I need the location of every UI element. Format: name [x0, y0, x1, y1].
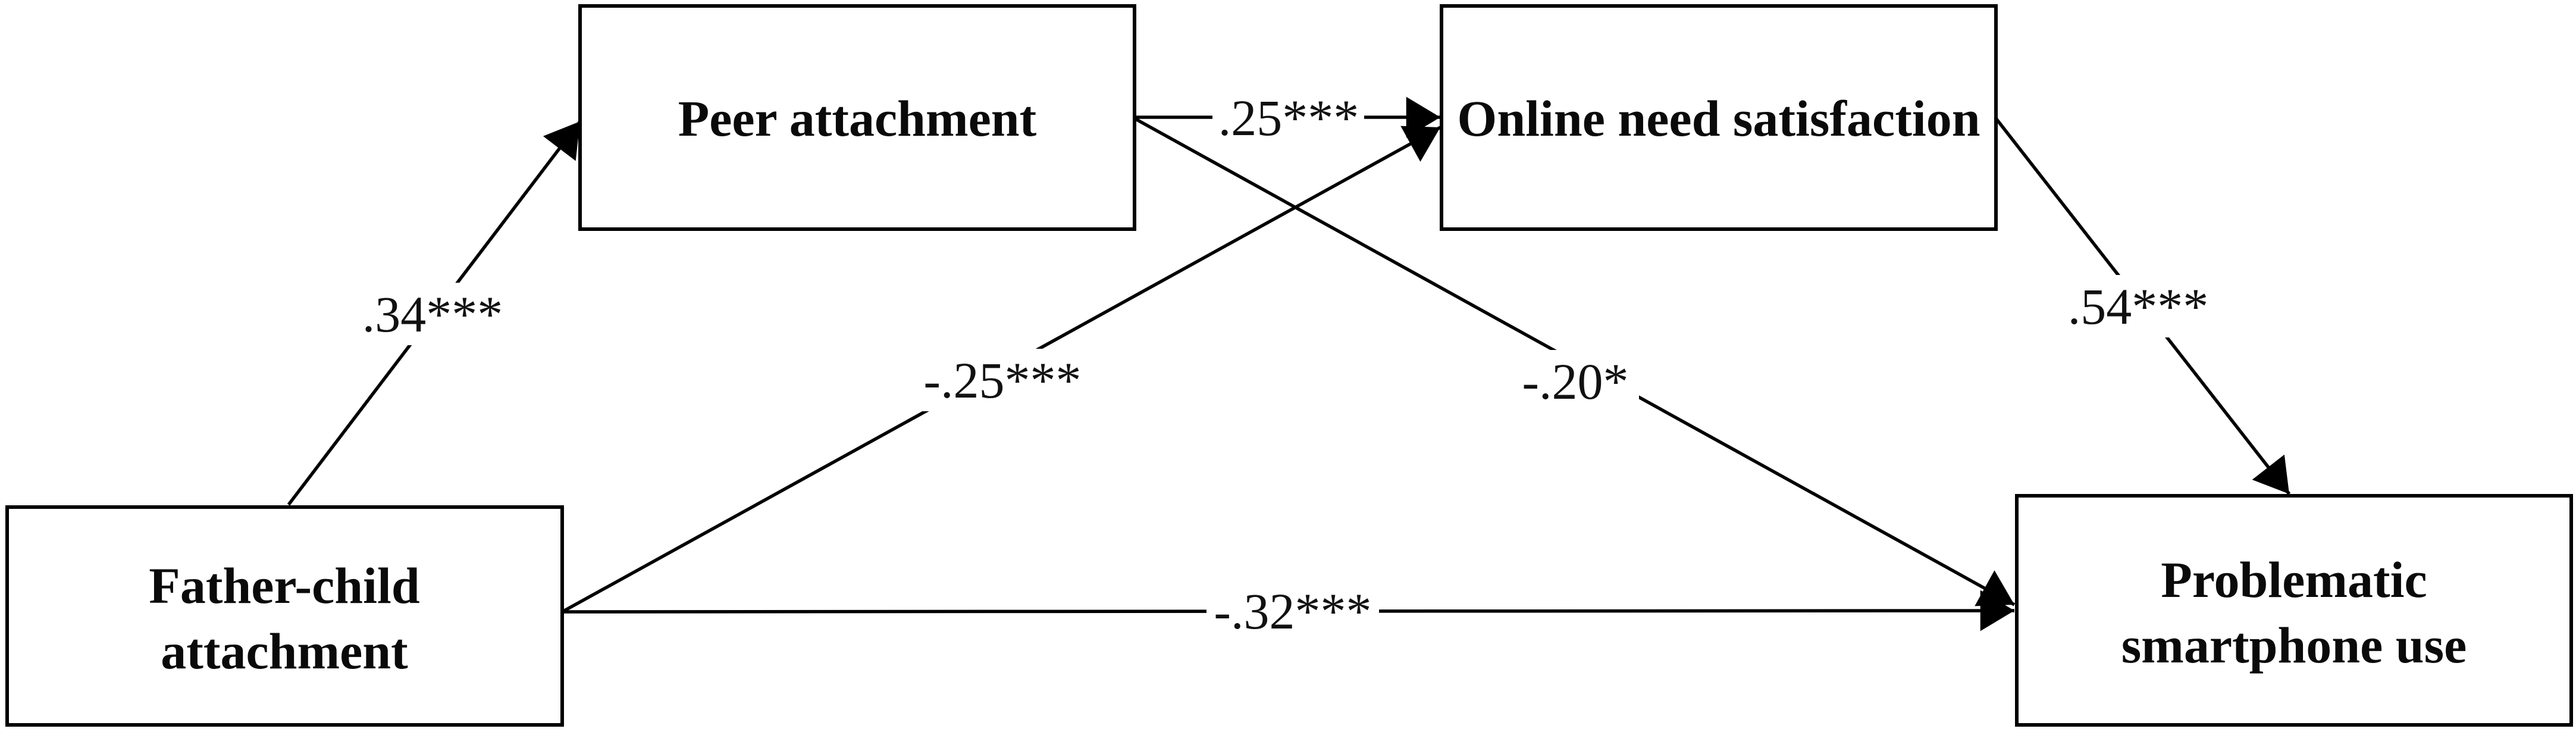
- coef-father-online-label: -.25***: [923, 352, 1081, 409]
- node-father-label-line2: attachment: [161, 623, 408, 680]
- coef-peer-psu-label: -.20*: [1522, 353, 1628, 410]
- node-psu-label-line2: smartphone use: [2121, 617, 2467, 674]
- node-father-child-attachment: Father-child attachment: [5, 505, 564, 727]
- coef-online-psu-bg: [2058, 275, 2218, 337]
- node-problematic-smartphone-use: Problematic smartphone use: [2015, 494, 2573, 727]
- node-online-need-satisfaction: Online need satisfaction: [1440, 4, 1998, 231]
- coef-peer-online-label: .25***: [1218, 89, 1359, 146]
- node-father-label-line1: Father-child: [149, 557, 419, 614]
- node-online-box: [1440, 4, 1998, 231]
- node-psu-box: [2015, 494, 2573, 727]
- coef-peer-online-bg: [1212, 86, 1364, 149]
- coef-online-psu-label: .54***: [2068, 278, 2209, 335]
- node-father-box: [5, 505, 564, 727]
- coef-father-psu-bg: [1206, 580, 1379, 642]
- coef-father-peer-label: .34***: [362, 286, 503, 343]
- nodes: Father-child attachment Peer attachment …: [5, 4, 2573, 727]
- node-psu-label-line1: Problematic: [2161, 551, 2427, 608]
- coef-father-online-bg: [916, 349, 1089, 411]
- coef-peer-psu-bg: [1511, 350, 1639, 412]
- coef-father-psu-label: -.32***: [1214, 583, 1371, 640]
- node-online-label: Online need satisfaction: [1457, 90, 1980, 147]
- coef-father-peer-bg: [352, 283, 513, 345]
- node-peer-attachment: Peer attachment: [578, 4, 1136, 231]
- node-peer-label: Peer attachment: [678, 90, 1037, 147]
- coefficient-labels: .34*** .25*** -.25*** -.20* .54*** -.32*…: [352, 86, 2218, 642]
- node-peer-box: [578, 4, 1136, 231]
